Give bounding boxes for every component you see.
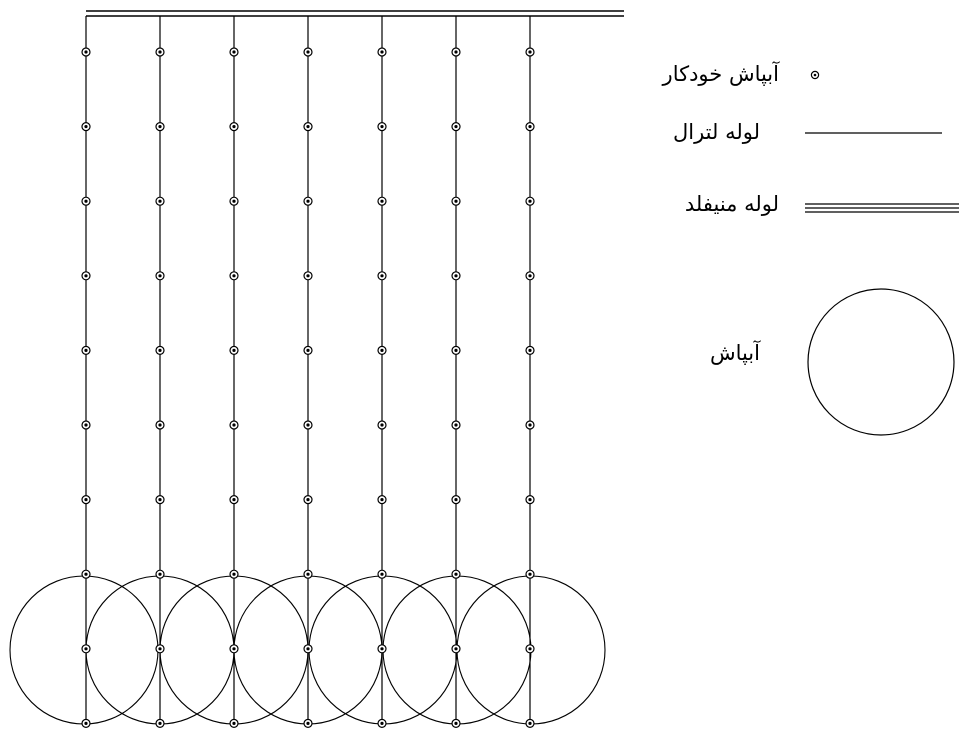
sprinkler-2-8 [155,569,165,579]
legend-wetted-row: آبپاش [710,341,760,365]
sprinkler-4-6 [303,420,313,430]
sprinkler-7-5 [525,345,535,355]
sprinkler-1-10 [81,718,91,729]
sprinkler-3-10 [229,718,239,729]
sprinkler-3-1 [229,47,239,57]
sprinkler-1-5 [81,345,91,355]
sprinkler-2-1 [155,47,165,57]
sprinkler-3-9 [229,644,239,654]
sprinkler-1-9 [81,644,91,654]
sprinkler-6-6 [451,420,461,430]
sprinkler-5-8 [377,569,387,579]
sprinkler-7-2 [525,121,535,132]
sprinkler-4-9 [303,644,313,654]
sprinkler-7-4 [525,271,535,281]
sprinkler-1-2 [81,121,91,132]
sprinkler-2-7 [155,495,165,505]
sprinkler-2-3 [155,196,165,206]
sprinkler-5-3 [377,196,387,206]
sprinkler-4-5 [303,345,313,355]
sprinkler-4-1 [303,47,313,57]
sprinkler-4-8 [303,569,313,579]
legend-sprinkler-row: آبپاش خودکار [663,62,779,86]
sprinkler-4-10 [303,718,313,729]
sprinkler-7-1 [525,47,535,57]
sprinkler-6-9 [451,644,461,654]
legend-manifold-symbol [805,203,959,213]
sprinkler-3-8 [229,569,239,579]
sprinkler-5-7 [377,495,387,505]
sprinkler-5-10 [377,718,387,729]
sprinkler-7-7 [525,495,535,505]
sprinkler-5-1 [377,47,387,57]
legend-manifold-row: لوله منیفلد [685,192,779,216]
sprinkler-3-5 [229,345,239,355]
sprinkler-4-2 [303,121,313,132]
sprinkler-1-4 [81,271,91,281]
sprinkler-1-3 [81,196,91,206]
sprinkler-1-8 [81,569,91,579]
sprinkler-6-5 [451,345,461,355]
sprinkler-2-5 [155,345,165,355]
sprinkler-6-7 [451,495,461,505]
sprinkler-2-10 [155,718,165,729]
sprinkler-1-6 [81,420,91,430]
legend-circle-symbol [807,288,955,436]
sprinkler-6-2 [451,121,461,132]
legend-manifold-label: لوله منیفلد [684,192,779,216]
sprinkler-7-9 [525,644,535,654]
sprinkler-7-10 [525,718,535,729]
sprinkler-6-10 [451,718,461,729]
sprinkler-4-3 [303,196,313,206]
sprinkler-5-2 [377,121,387,132]
sprinkler-3-4 [229,271,239,281]
legend-lateral-row: لوله لترال [673,120,760,144]
sprinkler-2-9 [155,644,165,654]
sprinkler-6-4 [451,271,461,281]
sprinkler-3-2 [229,121,239,132]
sprinkler-5-4 [377,271,387,281]
sprinkler-3-6 [229,420,239,430]
sprinkler-5-9 [377,644,387,654]
sprinkler-4-4 [303,271,313,281]
sprinkler-3-3 [229,196,239,206]
sprinkler-4-7 [303,495,313,505]
sprinkler-1-7 [81,495,91,505]
sprinkler-6-8 [451,569,461,579]
legend-sprinkler-symbol [810,70,820,80]
sprinkler-7-8 [525,569,535,579]
sprinkler-5-5 [377,345,387,355]
legend-lateral-label: لوله لترال [673,120,760,144]
legend-sprinkler-label: آبپاش خودکار [662,62,779,86]
sprinkler-6-3 [451,196,461,206]
sprinkler-2-6 [155,420,165,430]
sprinkler-2-2 [155,121,165,132]
sprinkler-3-7 [229,495,239,505]
sprinkler-6-1 [451,47,461,57]
manifold-pipe [86,10,624,17]
sprinkler-7-3 [525,196,535,206]
sprinkler-7-6 [525,420,535,430]
sprinkler-5-6 [377,420,387,430]
sprinkler-2-4 [155,271,165,281]
sprinkler-1-1 [81,47,91,57]
legend-wetted-label: آبپاش [709,341,760,365]
